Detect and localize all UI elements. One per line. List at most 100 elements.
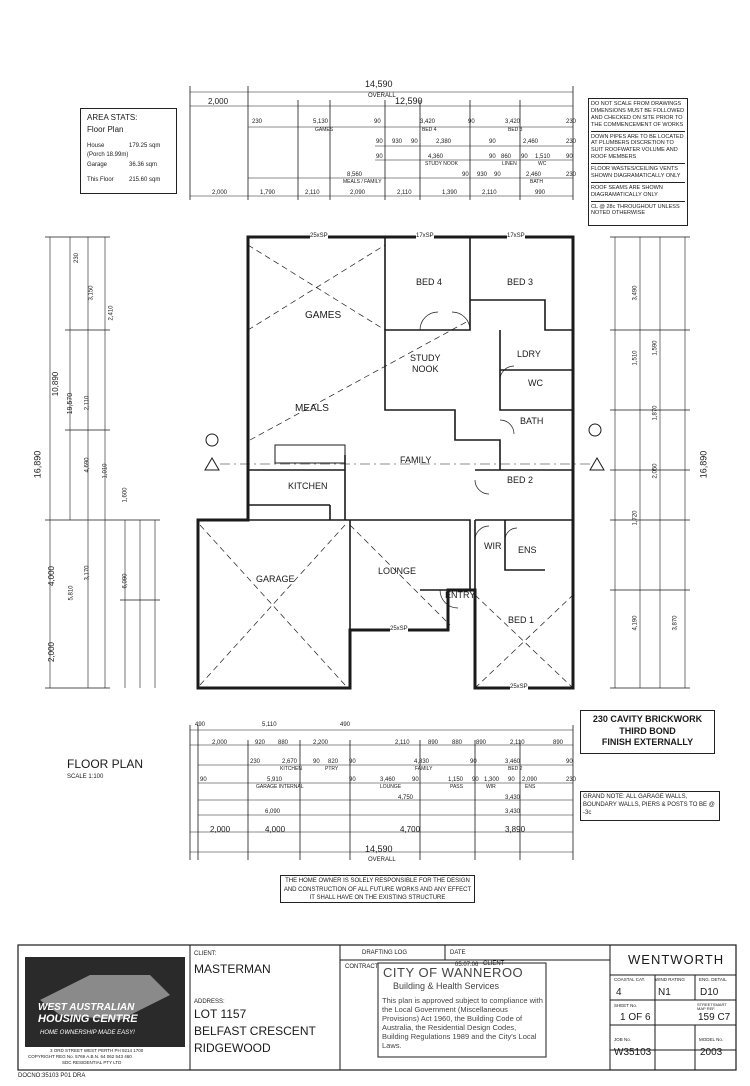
dim-label: KITCHEN bbox=[280, 766, 302, 772]
dim-overall-top: 14,590 bbox=[365, 79, 393, 89]
dim-text: 2,110 bbox=[395, 740, 410, 746]
dim-text: 5,130 bbox=[313, 119, 329, 125]
dim-label: BED 3 bbox=[508, 127, 523, 133]
window-code: 17xSP bbox=[507, 233, 525, 239]
dim-text: 860 bbox=[501, 154, 512, 160]
dim-text: 230 bbox=[566, 777, 577, 783]
dim-overall-label: OVERALL bbox=[368, 857, 396, 863]
note-item: ROOF SEAMS ARE SHOWN DIAGRAMATICALLY ONL… bbox=[591, 183, 685, 202]
dim-text: 2,380 bbox=[436, 139, 452, 145]
dim-label: BED 2 bbox=[508, 766, 523, 772]
dim-text: 2,110 bbox=[482, 190, 497, 196]
dim-text: 90 bbox=[376, 139, 383, 145]
address-label: ADDRESS: bbox=[194, 999, 225, 1005]
dim-text: 90 bbox=[521, 154, 528, 160]
dim-text: 2,110 bbox=[510, 740, 525, 746]
room-label-wc: WC bbox=[528, 378, 543, 388]
dim-text: 2,090 bbox=[350, 190, 366, 196]
note-item: DO NOT SCALE FROM DRAWINGS DIMENSIONS MU… bbox=[591, 101, 685, 132]
coastal-value: 4 bbox=[616, 987, 622, 998]
dim-text: 920 bbox=[255, 740, 266, 746]
dim-text: 8,560 bbox=[347, 172, 363, 178]
dim-text: 5,110 bbox=[262, 722, 277, 728]
dim-text: 930 bbox=[392, 139, 403, 145]
job-label: JOB No. bbox=[614, 1037, 632, 1042]
dim-text: 90 bbox=[468, 119, 475, 125]
room-label-entry: ENTRY bbox=[445, 590, 476, 600]
dim-overall-label: OVERALL bbox=[368, 93, 396, 99]
room-label-wir: WIR bbox=[484, 541, 502, 551]
dim-text: 1,010 bbox=[102, 463, 109, 479]
stamp-title: CITY OF WANNEROO bbox=[383, 965, 524, 980]
dim-text: 2,000 bbox=[212, 740, 228, 746]
notes-box: DO NOT SCALE FROM DRAWINGS DIMENSIONS MU… bbox=[588, 98, 688, 226]
room-label-ldry: LDRY bbox=[517, 349, 541, 359]
wind-value: N1 bbox=[658, 987, 671, 998]
dim-text: 2,090 bbox=[522, 777, 538, 783]
dim-text: 3,890 bbox=[505, 825, 526, 834]
dim-text: 90 bbox=[462, 172, 469, 178]
dim-text: 4,750 bbox=[398, 795, 414, 801]
approval-stamp bbox=[377, 962, 547, 1058]
logo-line-1: WEST AUSTRALIAN bbox=[38, 1002, 135, 1013]
dim-text: 3,460 bbox=[505, 759, 521, 765]
section-marker-1 bbox=[205, 433, 219, 447]
dim-text: 90 bbox=[489, 154, 496, 160]
wind-label: WIND RATING bbox=[655, 977, 685, 982]
owner-note-line: THE HOME OWNER IS SOLELY RESPONSIBLE FOR… bbox=[285, 878, 470, 884]
dim-text: 2,050 bbox=[652, 463, 659, 479]
dim-text: 90 bbox=[313, 759, 320, 765]
dim-text: 90 bbox=[489, 139, 496, 145]
interior-walls bbox=[198, 237, 573, 630]
dim-text: 90 bbox=[349, 777, 356, 783]
address-line-2: BELFAST CRESCENT bbox=[194, 1024, 316, 1038]
dim-label: GAMES bbox=[315, 127, 334, 133]
sheet-value: 1 OF 6 bbox=[620, 1012, 651, 1023]
note-item: FLOOR WASTES/CEILING VENTS SHOWN DIAGRAM… bbox=[591, 164, 685, 183]
dim-overall-left: 16,890 bbox=[32, 450, 43, 479]
dim-text: 230 bbox=[250, 759, 261, 765]
dim-text: 2,670 bbox=[282, 759, 298, 765]
dim-label: GARAGE INTERNAL bbox=[256, 784, 304, 790]
dim-text: 1,510 bbox=[632, 350, 639, 366]
room-label-study: STUDY NOOK bbox=[410, 353, 441, 374]
dim-text: 890 bbox=[553, 740, 564, 746]
address-line-1: LOT 1157 bbox=[194, 1007, 247, 1021]
dim-text: 1,870 bbox=[652, 405, 659, 421]
owner-note-line: AND CONSTRUCTION OF ALL FUTURE WORKS AND… bbox=[283, 886, 472, 893]
area-stat-value: 215.60 sqm bbox=[129, 177, 161, 183]
dim-text: 230 bbox=[566, 172, 577, 178]
dim-text: 4,190 bbox=[632, 615, 639, 631]
dim-label: BATH bbox=[530, 179, 543, 185]
dim-text: 3,430 bbox=[505, 795, 521, 801]
plan-title: FLOOR PLAN bbox=[67, 757, 144, 771]
dim-text: 3,420 bbox=[505, 119, 521, 125]
dim-text: 880 bbox=[278, 740, 289, 746]
dim-text: 2,000 bbox=[212, 190, 228, 196]
dim-text: 2,200 bbox=[313, 740, 329, 746]
dim-text: 2,110 bbox=[305, 190, 320, 196]
dim-text: 1,390 bbox=[442, 190, 458, 196]
dim-text: 90 bbox=[508, 777, 515, 783]
dim-text: 1,300 bbox=[484, 777, 500, 783]
stamp-text: This plan is approved subject to complia… bbox=[382, 996, 543, 1050]
area-stat-label: This Floor bbox=[87, 177, 114, 183]
dim-text: 2,000 bbox=[210, 825, 231, 834]
dim-text: 2,000 bbox=[208, 97, 229, 106]
note-item: DOWN PIPES ARE TO BE LOCATED AT PLUMBERS… bbox=[591, 132, 685, 164]
dim-label: STUDY NOOK bbox=[425, 161, 458, 167]
dim-text: 490 bbox=[340, 722, 351, 728]
grand-note: GRAND NOTE: ALL GARAGE WALLS, BOUNDARY W… bbox=[580, 791, 720, 821]
dim-label: WC bbox=[538, 161, 547, 167]
stamp-date: 05.07.06 bbox=[455, 962, 479, 968]
dim-label: LINEN bbox=[502, 161, 517, 167]
drafting-log-label: DRAFTING LOG bbox=[362, 950, 408, 956]
dim-text: 230 bbox=[74, 252, 81, 264]
dim-text: 3,170 bbox=[84, 565, 91, 581]
dim-text: 880 bbox=[452, 740, 463, 746]
dim-text: 10,890 bbox=[51, 371, 61, 397]
dim-label: PTRY bbox=[325, 766, 339, 772]
kitchen-bench bbox=[274, 444, 346, 464]
dim-text: 2,410 bbox=[108, 305, 115, 321]
